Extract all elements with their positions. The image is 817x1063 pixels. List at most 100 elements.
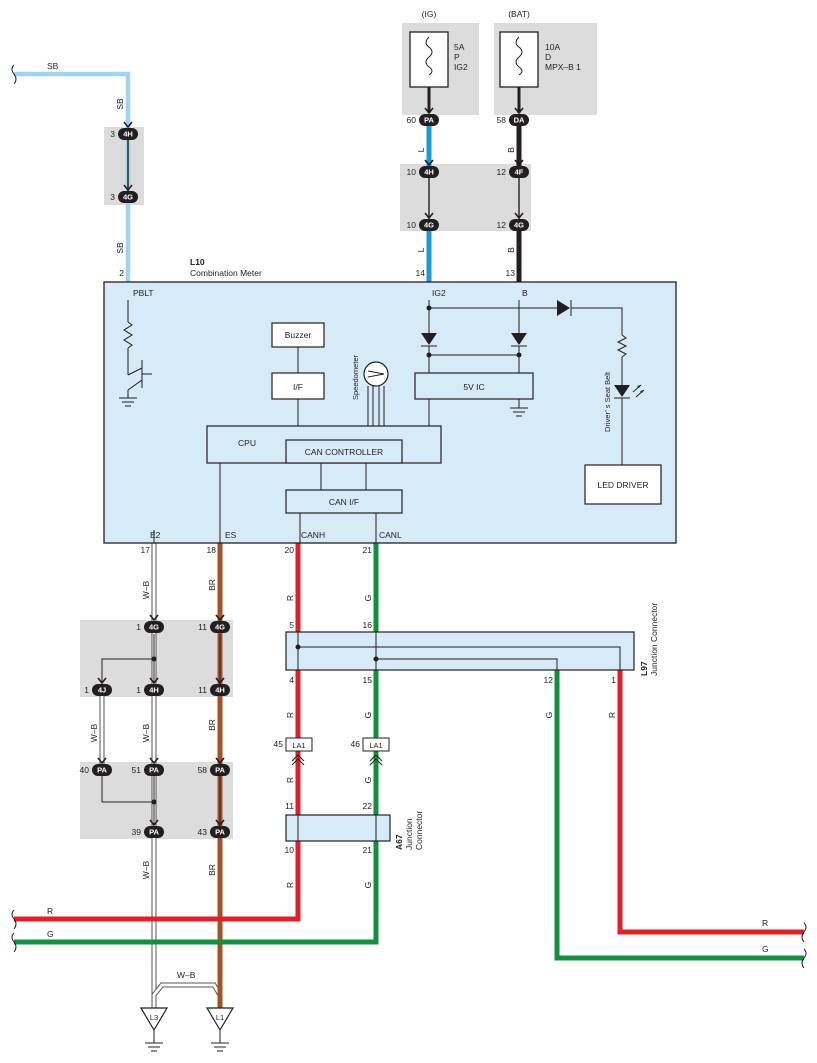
connector-pill-4j: 4J1 bbox=[84, 677, 112, 696]
wire-break-g-right bbox=[801, 948, 807, 969]
pin-number: 13 bbox=[506, 268, 516, 278]
ig-label: (IG) bbox=[422, 9, 437, 19]
l97-name: Junction Connector bbox=[649, 603, 659, 676]
terminal-pblt: PBLT bbox=[133, 288, 154, 298]
pin-number: 4 bbox=[289, 675, 294, 685]
bat-fuse-code: D bbox=[545, 52, 551, 62]
pin-number: 3 bbox=[110, 129, 115, 139]
wire-color-label: R bbox=[285, 777, 295, 783]
wire-color-label: L bbox=[416, 147, 426, 152]
connector-code: PA bbox=[424, 116, 434, 125]
pin-number: 18 bbox=[207, 545, 217, 555]
pin-number: 1 bbox=[136, 622, 141, 632]
5v-ic-block bbox=[414, 372, 534, 400]
connector-pill-4h: 4H 1 bbox=[136, 677, 164, 696]
l97-internal-lines bbox=[295, 632, 621, 670]
can-controller-label: CAN CONTROLLER bbox=[305, 447, 383, 457]
wire-color-label: G bbox=[363, 712, 373, 719]
buzzer-label: Buzzer bbox=[285, 330, 312, 340]
wire-color-label: R bbox=[285, 712, 295, 718]
can-if-label: CAN I/F bbox=[329, 497, 359, 507]
pin-number: 45 bbox=[274, 739, 284, 749]
ground-l3 bbox=[139, 1007, 169, 1052]
speedometer-label: Speedometer bbox=[351, 354, 360, 400]
wire-color-label: W–B bbox=[141, 723, 151, 742]
la1-label-r: LA1 bbox=[292, 741, 305, 750]
fuse-mpx-b1 bbox=[499, 31, 539, 113]
wire-color-label: SB bbox=[115, 242, 125, 254]
connector-code: 4H bbox=[215, 686, 225, 695]
connector-code: PA bbox=[149, 828, 159, 837]
wire-color-label: G bbox=[363, 777, 373, 784]
connector-code: PA bbox=[215, 766, 225, 775]
5v-ic-label: 5V IC bbox=[463, 382, 484, 392]
a67-name2: Connector bbox=[414, 811, 424, 850]
pin-number: 58 bbox=[198, 765, 208, 775]
pin-number: 58 bbox=[497, 115, 507, 125]
wire-label-r-left: R bbox=[47, 906, 53, 916]
junction-connector-a67 bbox=[285, 814, 391, 842]
connector-code: PA bbox=[97, 766, 107, 775]
wire-color-label: W–B bbox=[89, 723, 99, 742]
pin-number: 17 bbox=[141, 545, 151, 555]
if-block bbox=[271, 372, 325, 400]
wire-color-label: B bbox=[506, 147, 516, 153]
component-name: Combination Meter bbox=[190, 268, 262, 278]
wire-break-g bbox=[11, 932, 17, 953]
pin-number: 1 bbox=[611, 675, 616, 685]
connector-code: 4G bbox=[424, 221, 434, 230]
speedometer-gauge bbox=[363, 361, 389, 426]
pin-number: 16 bbox=[363, 620, 373, 630]
connector-code: 4G bbox=[149, 623, 159, 632]
connector-code: 4H bbox=[149, 686, 159, 695]
wire-color-label: W–B bbox=[141, 860, 151, 879]
pin-number: 12 bbox=[497, 220, 507, 230]
wire-color-label: SB bbox=[115, 98, 125, 110]
terminal-canh: CANH bbox=[301, 530, 325, 540]
wire-break-r-right bbox=[801, 922, 807, 943]
wire-label-g-left: G bbox=[47, 929, 54, 939]
ground-l1-label: L1 bbox=[216, 1013, 224, 1022]
l97-id: L97 bbox=[639, 661, 649, 676]
connector-code: 4G bbox=[514, 221, 524, 230]
pin-number: 5 bbox=[289, 620, 294, 630]
pin-number: 39 bbox=[132, 827, 142, 837]
wire-label-sb-h: SB bbox=[47, 61, 59, 71]
wire-break-sb bbox=[11, 64, 17, 85]
a67-name1: Junction bbox=[404, 818, 414, 850]
led-driver-block bbox=[584, 464, 662, 505]
ig-fuse-code: P bbox=[454, 52, 460, 62]
terminal-ig2: IG2 bbox=[432, 288, 446, 298]
pin-number: 1 bbox=[136, 685, 141, 695]
pin-number: 2 bbox=[119, 268, 124, 278]
pin-number: 40 bbox=[80, 765, 90, 775]
can-controller-block bbox=[285, 439, 403, 464]
ig-fuse-name: IG2 bbox=[454, 62, 468, 72]
pin-number: 21 bbox=[363, 845, 373, 855]
pin-number: 43 bbox=[198, 827, 208, 837]
connector-code: 4H bbox=[123, 130, 133, 139]
pin-number: 1 bbox=[84, 685, 89, 695]
terminal-canl: CANL bbox=[379, 530, 402, 540]
a67-id: A67 bbox=[394, 834, 404, 850]
wire-color-label: R bbox=[285, 882, 295, 888]
power-circuit bbox=[421, 300, 645, 465]
component-id: L10 bbox=[190, 257, 205, 267]
la1-connector-g bbox=[362, 737, 390, 766]
connector-pill-4h: 4H 3 bbox=[110, 121, 138, 140]
pin-number: 22 bbox=[363, 801, 373, 811]
wire-color-label: G bbox=[544, 712, 554, 719]
wire-label-wb-h: W–B bbox=[177, 970, 196, 980]
la1-label-g: LA1 bbox=[369, 741, 382, 750]
wire-color-label: G bbox=[363, 882, 373, 889]
pin-number: 11 bbox=[285, 801, 294, 811]
wire-label-g-right: G bbox=[762, 944, 769, 954]
terminal-b: B bbox=[522, 288, 528, 298]
connector-pill-4g: 4G 1 bbox=[136, 614, 164, 633]
wire-color-label: BR bbox=[207, 579, 217, 591]
